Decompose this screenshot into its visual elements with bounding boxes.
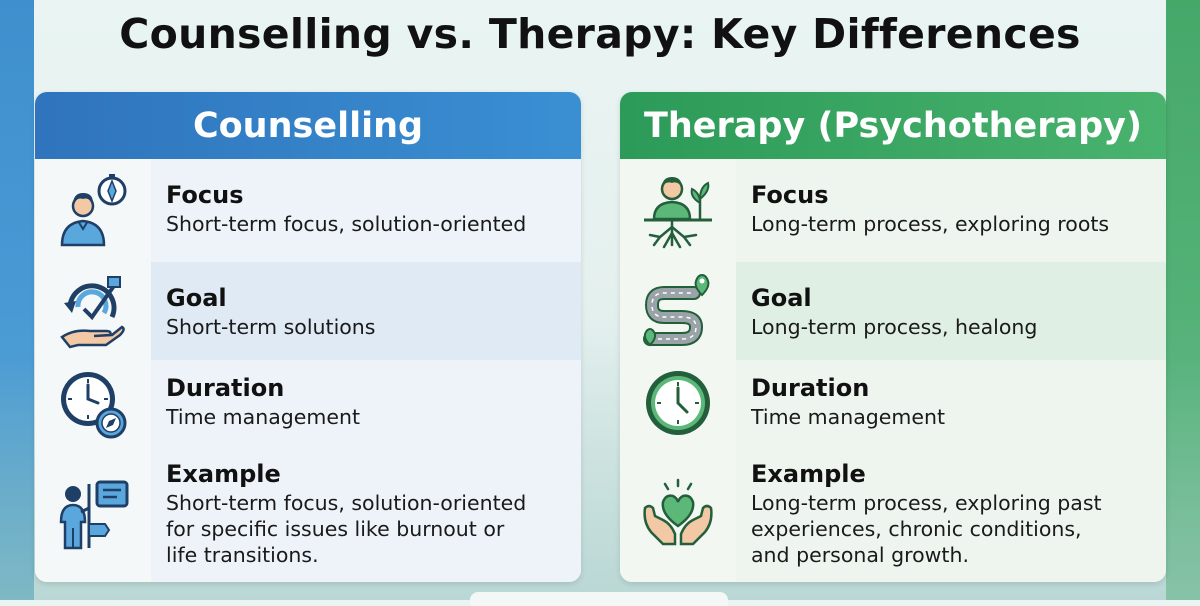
counselling-example-description: Short-term focus, solution-oriented for …	[166, 491, 527, 567]
clock-compass-icon	[35, 360, 151, 446]
counselling-example-title: Example	[166, 460, 281, 488]
therapy-example-title: Example	[751, 460, 866, 488]
bottom-tab	[470, 592, 728, 606]
counselling-duration-title: Duration	[166, 374, 285, 402]
therapy-focus-row: Focus Long-term process, exploring roots	[620, 159, 1166, 262]
therapy-focus-description: Long-term process, exploring roots	[751, 212, 1110, 236]
right-edge-accent	[1166, 0, 1200, 600]
counselling-panel: Counselling Focus Short-term focus, solu…	[35, 92, 581, 582]
counselling-focus-description: Short-term focus, solution-oriented	[166, 212, 527, 236]
therapy-focus-title: Focus	[751, 181, 829, 209]
therapy-heading: Therapy (Psychotherapy)	[620, 92, 1166, 159]
therapy-goal-title: Goal	[751, 284, 812, 312]
counselling-duration-row: Duration Time management	[35, 360, 581, 446]
hands-heart-icon	[620, 446, 736, 582]
winding-road-icon	[620, 262, 736, 360]
left-edge-accent	[0, 0, 34, 600]
counselling-goal-description: Short-term solutions	[166, 315, 376, 339]
clock-icon	[620, 360, 736, 446]
counselling-duration-description: Time management	[166, 405, 361, 429]
therapy-example-description: Long-term process, exploring past experi…	[751, 491, 1102, 567]
person-roots-icon	[620, 159, 736, 262]
counselling-heading: Counselling	[35, 92, 581, 159]
therapy-duration-row: Duration Time management	[620, 360, 1166, 446]
therapy-panel: Therapy (Psychotherapy) Focus Long-term …	[620, 92, 1166, 582]
counselling-example-row: Example Short-term focus, solution-orien…	[35, 446, 581, 582]
counselling-goal-row: Goal Short-term solutions	[35, 262, 581, 360]
hand-target-icon	[35, 262, 151, 360]
page-title: Counselling vs. Therapy: Key Differences	[119, 10, 1081, 58]
therapy-example-row: Example Long-term process, exploring pas…	[620, 446, 1166, 582]
person-signboard-icon	[35, 446, 151, 582]
therapy-goal-description: Long-term process, healong	[751, 315, 1038, 339]
counselling-focus-title: Focus	[166, 181, 244, 209]
therapy-goal-row: Goal Long-term process, healong	[620, 262, 1166, 360]
person-compass-icon	[35, 159, 151, 262]
counselling-goal-title: Goal	[166, 284, 227, 312]
therapy-duration-title: Duration	[751, 374, 870, 402]
therapy-duration-description: Time management	[751, 405, 946, 429]
counselling-focus-row: Focus Short-term focus, solution-oriente…	[35, 159, 581, 262]
